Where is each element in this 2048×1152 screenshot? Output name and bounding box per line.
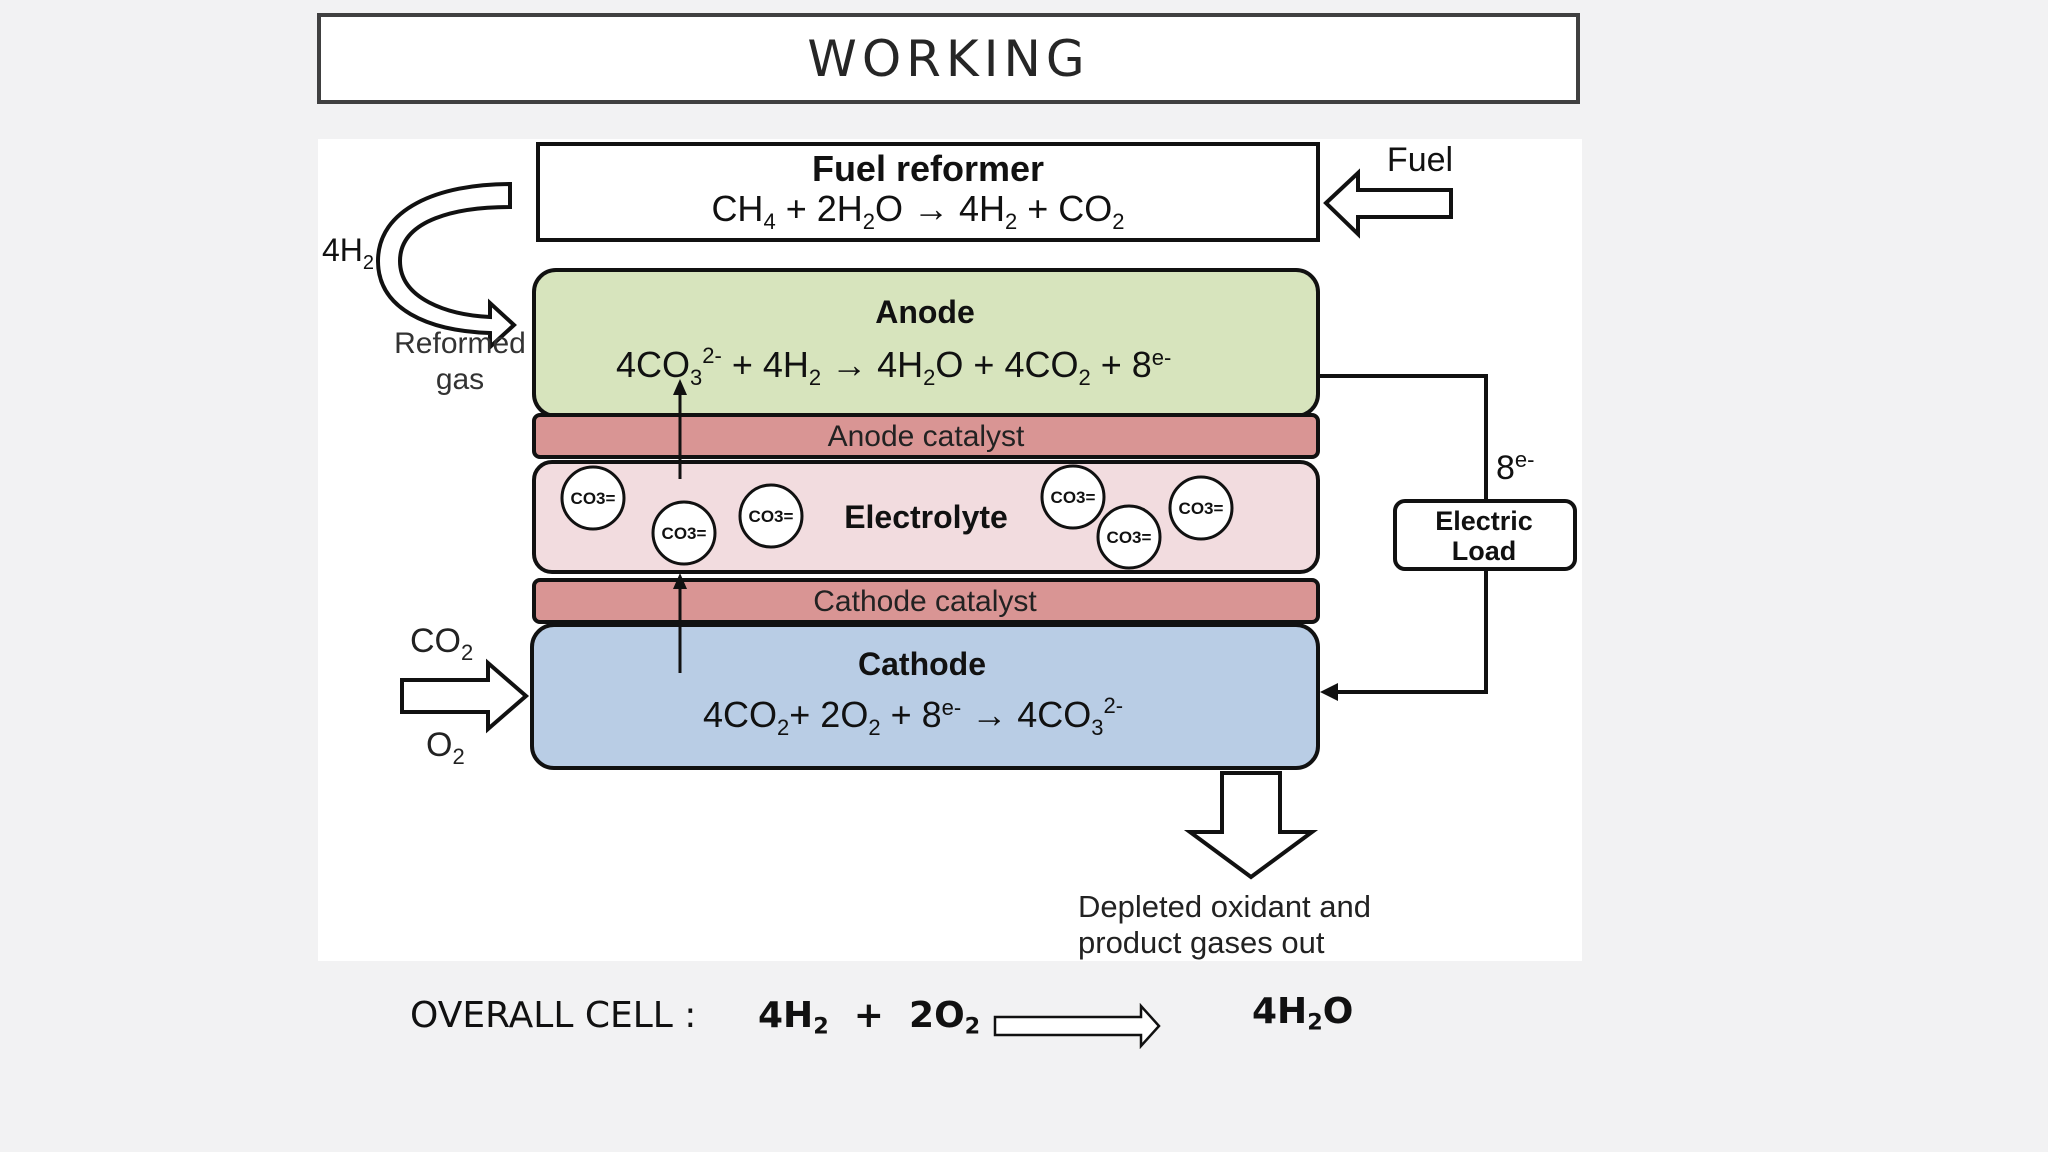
cathode-catalyst-label: Cathode catalyst (813, 585, 1037, 618)
carbonate-ion: CO3= (651, 500, 717, 566)
overall-cell-label: OVERALL CELL : (410, 995, 697, 1036)
electrons-label: 8e- (1496, 447, 1534, 487)
external-circuit-wire (1318, 374, 1488, 501)
anode-catalyst-label: Anode catalyst (828, 420, 1025, 453)
depleted-label-1: Depleted oxidant and (1078, 889, 1371, 924)
reformed-gas-curved-arrow (375, 181, 517, 352)
electric-load-label-2: Load (1452, 536, 1517, 566)
electric-load-box (1393, 499, 1577, 571)
overall-reactants: 4H2 + 2O2 (758, 995, 981, 1040)
ion-flow-arrowhead-lower (673, 573, 687, 589)
carbonate-ion: CO3= (560, 465, 626, 531)
cathode-catalyst-layer (532, 578, 1320, 624)
fuel-inlet-arrow (1323, 168, 1453, 239)
carbonate-ion: CO3= (1040, 464, 1106, 530)
reformed-gas-label-2: gas (436, 363, 484, 396)
overall-reaction-arrow (993, 1003, 1161, 1049)
ion-flow-arrowhead-upper (673, 379, 687, 395)
co2-label: CO2 (410, 622, 473, 665)
anode-equation: 4CO32- + 4H2 → 4H2O + 4CO2 + 8e- (616, 343, 1171, 390)
circuit-arrowhead (1320, 683, 1338, 701)
electrolyte-title: Electrolyte (844, 499, 1008, 535)
fuel-reformer-title: Fuel reformer (812, 148, 1044, 189)
svg-text:CO3=: CO3= (662, 524, 707, 543)
cathode-title: Cathode (858, 646, 986, 682)
cathode-layer (530, 623, 1320, 770)
overall-products: 4H2O (1252, 991, 1354, 1036)
electric-load-label-1: Electric (1435, 506, 1533, 536)
svg-text:CO3=: CO3= (1107, 528, 1152, 547)
svg-text:CO3=: CO3= (1051, 488, 1096, 507)
carbonate-ion: CO3= (738, 483, 804, 549)
cathode-equation: 4CO2+ 2O2 + 8e- → 4CO32- (703, 693, 1123, 740)
mcfc-diagram: Fuel reformer CH4 + 2H2O → 4H2 + CO2 Fue… (318, 139, 1582, 961)
anode-title: Anode (875, 294, 975, 330)
slide-title: WORKING (807, 29, 1090, 88)
carbonate-ion: CO3= (1168, 475, 1234, 541)
svg-text:CO3=: CO3= (749, 507, 794, 526)
oxidant-inlet-arrow (400, 658, 530, 734)
anode-layer (532, 268, 1320, 418)
o2-label: O2 (426, 726, 465, 769)
depleted-label-2: product gases out (1078, 925, 1325, 960)
h2-label: 4H2 (322, 232, 374, 274)
fuel-reformer-box (536, 142, 1320, 242)
title-box: WORKING (317, 13, 1580, 104)
anode-catalyst-layer (532, 413, 1320, 459)
carbonate-ion: CO3= (1096, 504, 1162, 570)
external-circuit-wire-return (1332, 567, 1488, 694)
svg-text:CO3=: CO3= (571, 489, 616, 508)
diagram-svg: Fuel reformer CH4 + 2H2O → 4H2 + CO2 Fue… (322, 141, 1577, 960)
fuel-label: Fuel (1387, 141, 1453, 179)
exhaust-outlet-arrow (1183, 771, 1319, 880)
fuel-reformer-equation: CH4 + 2H2O → 4H2 + CO2 (711, 188, 1124, 234)
svg-text:CO3=: CO3= (1179, 499, 1224, 518)
reformed-gas-label-1: Reformed (394, 327, 526, 360)
